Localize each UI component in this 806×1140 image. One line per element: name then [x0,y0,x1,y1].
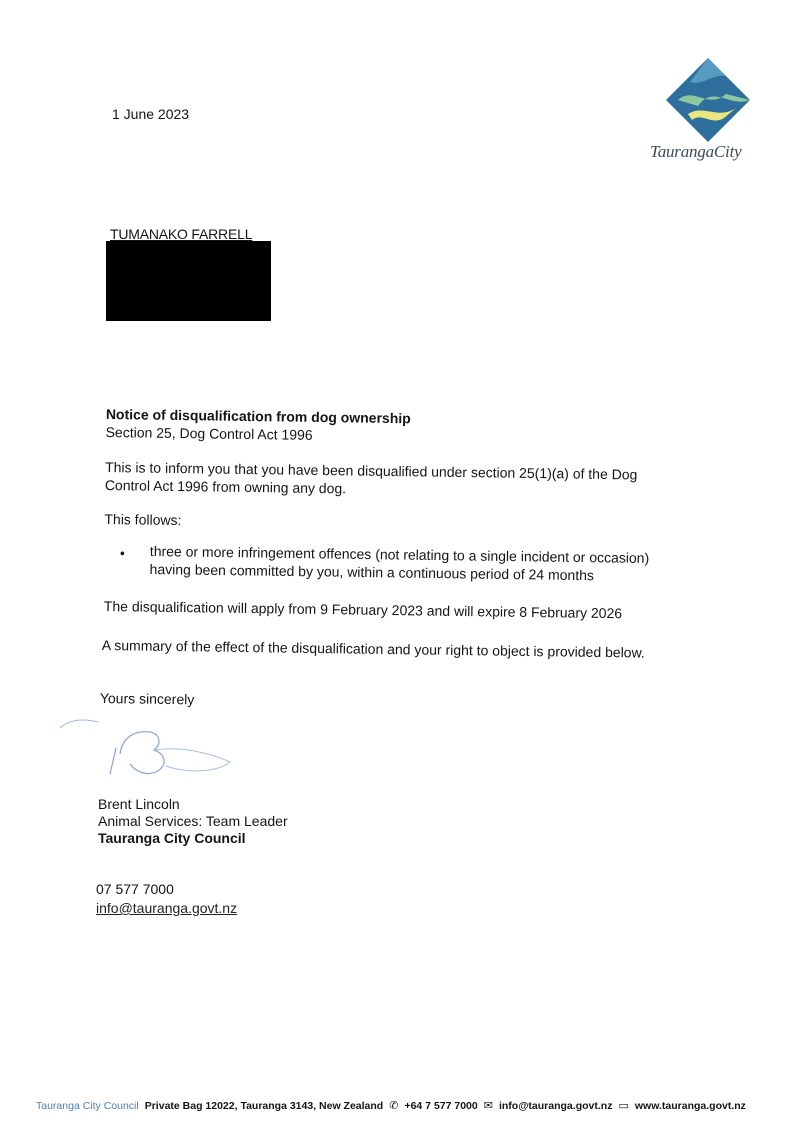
footer-address: Private Bag 12022, Tauranga 3143, New Ze… [144,1099,384,1112]
letter-date: 1 June 2023 [112,106,190,122]
signer-block: Brent Lincoln Animal Services: Team Lead… [98,796,288,847]
bullet-icon: • [119,545,125,562]
footer-org: Tauranga City Council [36,1099,139,1112]
signature-icon [59,719,231,775]
monitor-icon: ▭ [618,1100,629,1112]
logo-diamond-icon [666,58,750,142]
mail-icon: ✉ [483,1100,493,1112]
contact-email-link[interactable]: info@tauranga.govt.nz [96,900,238,916]
page-footer: Tauranga City Council Private Bag 12022,… [36,1099,746,1113]
para-follows: This follows: [104,510,182,529]
contact-block: 07 577 7000 info@tauranga.govt.nz [96,880,237,918]
bullet-item: three or more infringement offences (not… [149,542,650,584]
footer-phone: +64 7 577 7000 [404,1099,478,1112]
closing: Yours sincerely [99,690,195,708]
letter-body: Notice of disqualification from dog owne… [104,406,686,536]
footer-web[interactable]: www.tauranga.govt.nz [634,1099,746,1112]
signer-name: Brent Lincoln [98,796,180,812]
redacted-address [106,241,271,321]
para-summary: A summary of the effect of the disqualif… [101,636,645,661]
phone-icon: ✆ [389,1100,399,1112]
footer-email[interactable]: info@tauranga.govt.nz [498,1099,613,1112]
council-logo: TaurangaCity [646,50,766,170]
signer-role: Animal Services: Team Leader [98,813,288,829]
logo-text: TaurangaCity [650,142,742,161]
para-dates: The disqualification will apply from 9 F… [103,597,623,622]
recipient-name: TUMANAKO FARRELL [110,226,253,242]
signer-org: Tauranga City Council [98,830,246,846]
para-disqualified: This is to inform you that you have been… [104,458,638,497]
contact-phone: 07 577 7000 [96,881,174,897]
